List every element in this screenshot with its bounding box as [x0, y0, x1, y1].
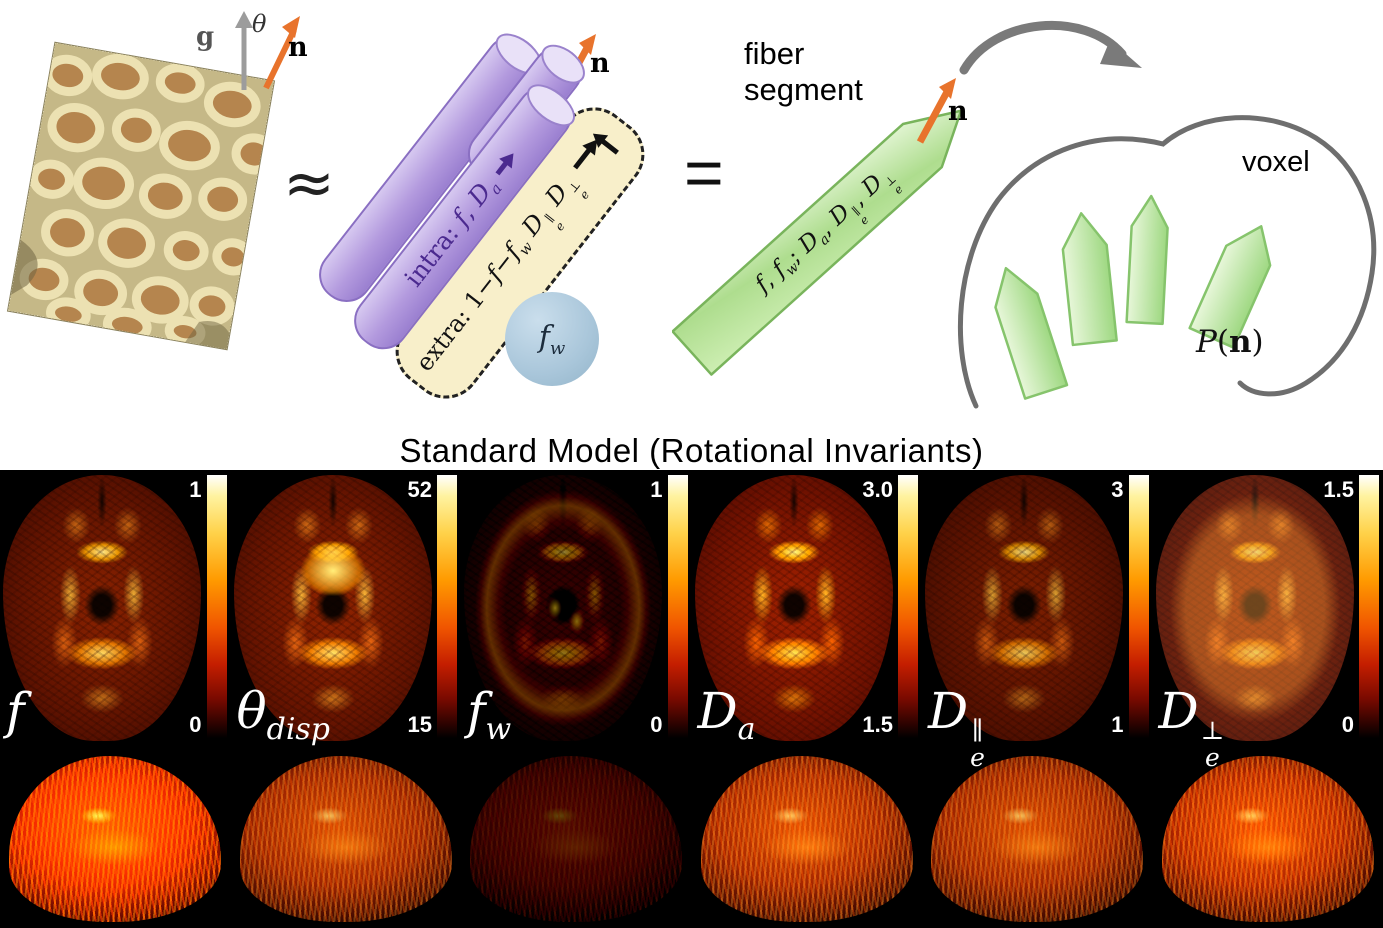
intra-cylinder-front: intra: f, Da [343, 76, 583, 360]
tractogram-theta [239, 756, 452, 922]
colorbar-min: 0 [189, 712, 202, 737]
fiber-segment-arrow-icon [672, 109, 963, 376]
param-label-theta: θdisp [236, 682, 331, 747]
tractogram-da [700, 756, 913, 922]
fiber-odf-label: P(n) [1196, 324, 1264, 360]
colorbar-min: 1 [1111, 712, 1124, 737]
colorbar-max: 52 [407, 477, 432, 502]
param-label-depar: D∥e [928, 682, 985, 772]
theta-label: θ [252, 10, 267, 38]
param-map-column-deperp: 1.5 0 D⊥e [1153, 470, 1383, 928]
parameter-maps: 1 0 f 52 15 θdisp 1 0 fw 3.0 1.5 Da [0, 470, 1383, 928]
voxel-outline-icon [957, 115, 1377, 409]
n-vector-label: n [288, 32, 308, 63]
model-diagram: g θ n ≈ extra: 1−f−fw D∥e D⊥e intra: f, … [0, 0, 1383, 432]
param-map-column-f: 1 0 f [0, 470, 231, 928]
axial-map-depar [925, 475, 1123, 741]
extra-direction-arrows-icon [573, 133, 620, 170]
free-water-compartment: fw [505, 292, 599, 386]
voxel-fiber-segments [994, 194, 1272, 400]
extra-compartment: extra: 1−f−fw D∥e D⊥e [381, 92, 659, 414]
g-n-vectors-icon [235, 11, 300, 90]
colorbar-max: 1.5 [1323, 477, 1354, 502]
figure-title: Standard Model (Rotational Invariants) [0, 432, 1383, 470]
colorbar [1359, 475, 1379, 738]
approx-symbol: ≈ [283, 146, 335, 219]
n-vector-label: n [590, 48, 610, 79]
colorbar-max: 1 [650, 477, 663, 502]
param-map-column-fw: 1 0 fw [461, 470, 692, 928]
voxel-caption: voxel [1242, 146, 1310, 178]
tractogram-depar [931, 756, 1143, 922]
axon-micrograph-image [8, 42, 274, 350]
axial-map-f [3, 475, 201, 741]
axial-map-fw [464, 475, 662, 741]
n-vector-label: n [948, 96, 968, 127]
tractogram-fw [470, 756, 682, 922]
param-label-da: Da [697, 682, 756, 747]
axon-micrograph [8, 42, 274, 350]
param-map-column-depar: 3 1 D∥e [922, 470, 1153, 928]
axial-map-da [694, 475, 893, 741]
colorbar [667, 475, 688, 738]
colorbar [437, 475, 457, 738]
colorbar [898, 475, 918, 738]
tractogram-f [9, 756, 221, 922]
colorbar-min: 1.5 [862, 712, 893, 737]
equals-symbol: = [684, 135, 724, 211]
param-map-column-theta: 52 15 θdisp [231, 470, 462, 928]
colorbar-min: 15 [407, 712, 432, 737]
colorbar [206, 475, 227, 738]
transfer-curved-arrow-icon [959, 21, 1142, 75]
colorbar-max: 3.0 [862, 477, 893, 502]
colorbar-max: 1 [189, 477, 202, 502]
axial-map-deperp [1155, 475, 1354, 741]
colorbar-min: 0 [1341, 712, 1354, 737]
param-map-column-da: 3.0 1.5 Da [692, 470, 923, 928]
param-label-fw: fw [467, 682, 512, 747]
colorbar-max: 3 [1111, 477, 1124, 502]
tractogram-deperp [1161, 756, 1374, 922]
axial-map-theta [233, 475, 432, 741]
free-water-label: fw [538, 319, 566, 359]
colorbar-min: 0 [650, 712, 663, 737]
n-arrow-icon [916, 78, 956, 144]
param-label-f: f [6, 682, 25, 740]
intra-axis-arrow-icon [495, 153, 514, 176]
g-vector-label: g [196, 22, 215, 52]
fiber-segment-caption: fiber segment [744, 36, 863, 107]
colorbar [1128, 475, 1149, 738]
param-label-deperp: D⊥e [1158, 682, 1225, 772]
